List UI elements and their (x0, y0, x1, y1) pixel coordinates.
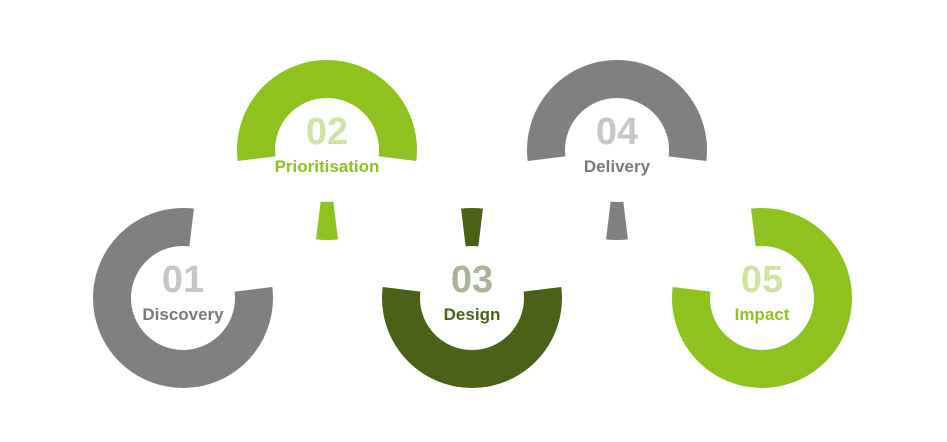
ring-step-03 (382, 208, 562, 388)
step-label-delivery: Delivery (584, 157, 651, 176)
ring-segment-05-1 (672, 208, 852, 388)
step-label-impact: Impact (735, 305, 790, 324)
ring-segment-02-1 (316, 201, 338, 240)
step-number-04: 04 (596, 111, 638, 153)
step-label-design: Design (444, 305, 501, 324)
ring-segment-04-1 (606, 201, 628, 240)
ring-segment-03-1 (461, 208, 483, 247)
ring-segment-04-2 (527, 60, 707, 161)
step-number-02: 02 (306, 111, 348, 153)
step-label-prioritisation: Prioritisation (275, 157, 380, 176)
step-number-01: 01 (162, 259, 204, 301)
ring-segment-03-2 (382, 287, 562, 388)
step-label-discovery: Discovery (142, 305, 224, 324)
process-rings (93, 60, 852, 388)
ring-step-02 (237, 60, 417, 240)
ring-segment-01-1 (93, 208, 273, 388)
ring-segment-02-2 (237, 60, 417, 161)
ring-step-04 (527, 60, 707, 240)
ring-step-01 (93, 208, 273, 388)
step-number-05: 05 (741, 259, 783, 301)
step-number-03: 03 (451, 259, 493, 301)
ring-step-05 (672, 208, 852, 388)
